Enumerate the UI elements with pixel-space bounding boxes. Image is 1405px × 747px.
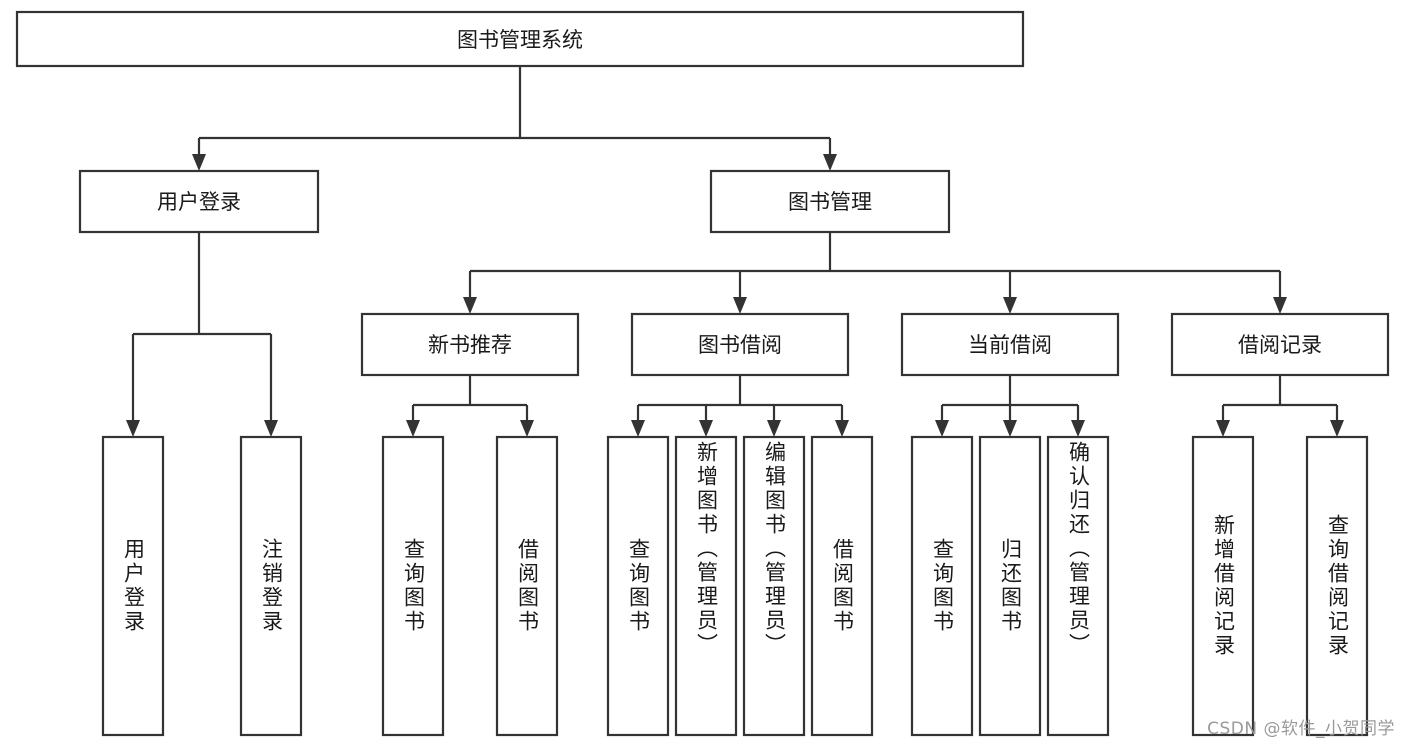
arrow-leaf-2 xyxy=(264,420,278,437)
arrow-to-book-manage xyxy=(823,154,837,171)
node-root[interactable]: 图书管理系统 xyxy=(15,10,1025,68)
arrow-leaf-12 xyxy=(1216,420,1230,437)
connectors-newbookrec-to-leaves xyxy=(406,375,534,437)
arrow-to-current-borrow xyxy=(1003,297,1017,314)
leaf-box-query-book-borrow[interactable] xyxy=(606,435,670,737)
leaf-box-add-borrow-record[interactable] xyxy=(1191,435,1255,737)
leaf-boxes xyxy=(101,435,1369,737)
leaf-box-query-book-current[interactable] xyxy=(910,435,974,737)
arrow-leaf-7 xyxy=(767,420,781,437)
leaf-box-query-borrow-record[interactable] xyxy=(1305,435,1369,737)
arrow-leaf-11 xyxy=(1071,420,1085,437)
node-current-borrow[interactable]: 当前借阅 xyxy=(900,312,1120,377)
arrow-leaf-8 xyxy=(835,420,849,437)
node-new-book-recommend-label: 新书推荐 xyxy=(428,333,512,357)
node-user-login[interactable]: 用户登录 xyxy=(78,169,320,234)
node-book-management[interactable]: 图书管理 xyxy=(709,169,951,234)
node-book-borrow[interactable]: 图书借阅 xyxy=(630,312,850,377)
arrow-to-new-book-rec xyxy=(463,297,477,314)
leaf-box-query-book-rec[interactable] xyxy=(381,435,445,737)
arrow-leaf-3 xyxy=(406,420,420,437)
node-new-book-recommend[interactable]: 新书推荐 xyxy=(360,312,580,377)
connectors-bookborrow-to-leaves xyxy=(631,375,849,437)
watermark-text: CSDN @软件_小贺同学 xyxy=(1207,719,1395,739)
leaf-box-user-login[interactable] xyxy=(101,435,165,737)
leaf-box-logout[interactable] xyxy=(239,435,303,737)
node-root-label: 图书管理系统 xyxy=(457,28,583,52)
leaf-box-return-book[interactable] xyxy=(978,435,1042,737)
arrow-leaf-5 xyxy=(631,420,645,437)
node-user-login-label: 用户登录 xyxy=(157,190,241,214)
arrow-leaf-9 xyxy=(935,420,949,437)
connectors-userlogin-to-leaves xyxy=(126,232,278,437)
arrow-to-book-borrow xyxy=(733,297,747,314)
connectors-root-to-level1 xyxy=(192,66,837,171)
node-current-borrow-label: 当前借阅 xyxy=(968,333,1052,357)
leaf-box-edit-book-admin[interactable] xyxy=(742,435,806,737)
leaf-box-borrow-book-rec[interactable] xyxy=(495,435,559,737)
node-borrow-record-label: 借阅记录 xyxy=(1238,333,1322,357)
arrow-leaf-13 xyxy=(1330,420,1344,437)
leaf-box-borrow-book[interactable] xyxy=(810,435,874,737)
node-book-borrow-label: 图书借阅 xyxy=(698,333,782,357)
arrow-leaf-10 xyxy=(1003,420,1017,437)
leaf-box-add-book-admin[interactable] xyxy=(674,435,738,737)
arrow-to-user-login xyxy=(192,154,206,171)
connectors-borrowrecord-to-leaves xyxy=(1216,375,1344,437)
connectors-bookmanage-to-level2 xyxy=(463,232,1287,314)
arrow-to-borrow-record xyxy=(1273,297,1287,314)
arrow-leaf-4 xyxy=(520,420,534,437)
node-book-management-label: 图书管理 xyxy=(788,190,872,214)
arrow-leaf-1 xyxy=(126,420,140,437)
arrow-leaf-6 xyxy=(699,420,713,437)
leaf-box-confirm-return-admin[interactable] xyxy=(1046,435,1110,737)
node-borrow-record[interactable]: 借阅记录 xyxy=(1170,312,1390,377)
connectors-currentborrow-to-leaves xyxy=(935,375,1085,437)
